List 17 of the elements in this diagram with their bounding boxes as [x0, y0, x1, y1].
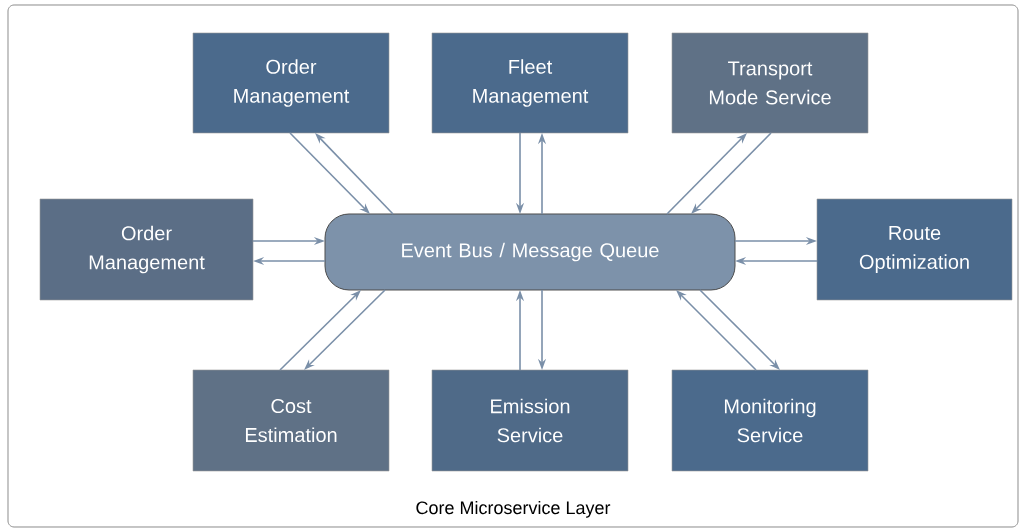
service-box: Order Management — [39, 198, 254, 301]
bus-box: Event Bus / Message Queue — [324, 213, 736, 291]
service-box: Route Optimization — [816, 198, 1013, 301]
arrow — [315, 133, 394, 215]
arrow — [289, 132, 370, 214]
service-box: Transport Mode Service — [671, 32, 869, 134]
service-box: Emission Service — [431, 369, 629, 472]
service-box: Cost Estimation — [192, 369, 390, 472]
arrow — [279, 290, 361, 371]
service-box: Order Management — [192, 32, 390, 134]
arrow — [676, 290, 757, 371]
arrow — [699, 289, 780, 370]
arrow — [304, 289, 386, 370]
arrow — [691, 132, 772, 214]
service-box: Fleet Management — [431, 32, 629, 134]
arrow — [666, 133, 747, 215]
service-box: Monitoring Service — [671, 369, 869, 472]
